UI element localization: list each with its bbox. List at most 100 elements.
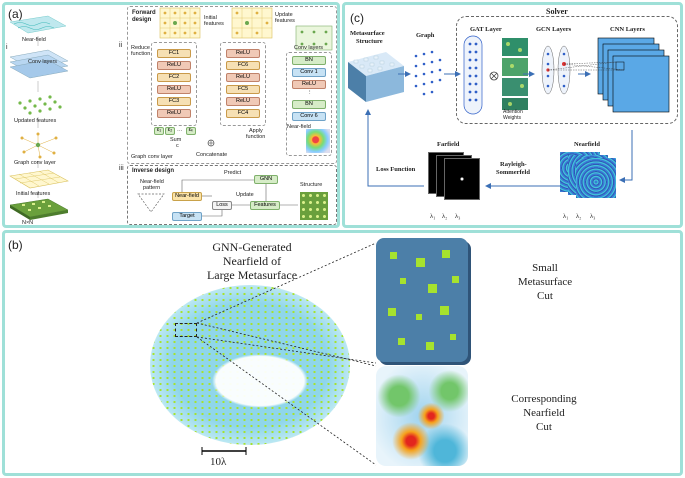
small-cut-label-1: Small xyxy=(532,262,558,274)
scale-bar xyxy=(201,447,247,455)
inverse-target-box: Target xyxy=(172,212,202,221)
graph-dots xyxy=(414,50,442,96)
rayleigh-label-1: Rayleigh- xyxy=(500,161,527,168)
graph-label: Graph xyxy=(416,32,435,39)
near-field-output-label: Near-field xyxy=(287,124,311,130)
apply-relu2: ReLU xyxy=(226,73,260,82)
gat-label: GAT Layer xyxy=(470,26,502,33)
panel-a-label: (a) xyxy=(8,7,23,21)
near-field-output-map xyxy=(306,129,330,153)
conv-relu: ReLU xyxy=(292,80,326,89)
metasurface-label-1: Metasurface xyxy=(350,30,385,37)
e-label-1: ε₁ xyxy=(154,127,164,135)
large-metasurface-nearfield xyxy=(150,285,350,445)
graph-conv-layer-label: Graph conv layer xyxy=(131,154,173,160)
inverse-predict: Predict xyxy=(224,170,242,176)
inverse-gnn-box: GNN xyxy=(254,175,278,184)
inverse-update: Update xyxy=(236,192,254,198)
cnn-layer-image xyxy=(597,37,670,113)
forward-title-2: design xyxy=(132,17,152,23)
left-label-initial-features: Initial features xyxy=(16,191,51,197)
roman-i: i xyxy=(6,44,8,51)
sum-label: Sum xyxy=(170,137,182,143)
initial-features-label-1: Initial xyxy=(204,15,217,21)
attention-label-2: Weights xyxy=(503,115,521,121)
solver-label: Solver xyxy=(546,7,568,16)
nearfield-maps xyxy=(560,152,618,198)
update-features-label-1: Update xyxy=(275,12,293,18)
conv-stack-frame xyxy=(286,52,332,156)
scale-bar-label: 10λ xyxy=(210,456,227,468)
update-features-label-2: features xyxy=(275,18,295,24)
apply-relu1: ReLU xyxy=(226,49,260,58)
inverse-features-box: Features xyxy=(250,201,280,210)
conv-bn1: BN xyxy=(292,56,326,65)
b-title-2: Nearfield of xyxy=(222,254,282,268)
reduce-fc3: FC3 xyxy=(157,97,191,106)
left-label-conv-layers: Conv layers xyxy=(28,59,58,65)
conv-conv1: Conv 1 xyxy=(292,68,326,77)
solver-box xyxy=(456,16,678,124)
corresponding-nearfield-cut xyxy=(376,366,468,466)
concat-symbol xyxy=(207,139,215,147)
left-label-near-field: Near-field xyxy=(22,37,46,43)
gcn-label: GCN Layers xyxy=(536,26,572,33)
cut-selection-box xyxy=(175,323,197,337)
corr-cut-label-1: Corresponding xyxy=(511,393,577,405)
reduce-stack-frame xyxy=(151,42,197,126)
e-label-k: εₖ xyxy=(186,127,196,135)
apply-fc4: FC4 xyxy=(226,109,260,118)
reduce-relu3: ReLU xyxy=(157,109,191,118)
initial-features-label-2: features xyxy=(204,21,224,27)
panel-c-label: (c) xyxy=(350,11,364,25)
rayleigh-label-2: Sommerfeld xyxy=(496,169,530,176)
conv-bn2: BN xyxy=(292,100,326,109)
forward-title-1: Forward xyxy=(132,10,156,16)
update-features-grid xyxy=(231,7,273,39)
reduce-relu1: ReLU xyxy=(157,61,191,70)
concatenate-label: Concatenate xyxy=(196,152,228,158)
inverse-structure: Structure xyxy=(300,182,323,188)
left-label-graph-conv: Graph conv layer xyxy=(14,160,56,166)
reduce-relu2: ReLU xyxy=(157,85,191,94)
reduce-label-1: Reduce xyxy=(131,45,150,51)
gat-layer-image xyxy=(463,35,528,115)
corr-cut-label-3: Cut xyxy=(536,421,552,433)
output-features-grid xyxy=(295,25,333,51)
c-label: c xyxy=(176,143,179,149)
reduce-fc1: FC1 xyxy=(157,49,191,58)
inverse-pattern-1: Near-field xyxy=(140,179,164,185)
attention-label-1: Attention xyxy=(503,109,523,115)
metasurface-structure-image xyxy=(348,52,404,102)
apply-label-2: function xyxy=(246,134,266,140)
nf-lambda-3: λ₃ xyxy=(590,213,596,220)
reduce-label-2: function xyxy=(131,51,151,57)
conv-layers-title: Conv layers xyxy=(294,45,324,51)
b-title-1: GNN-Generated xyxy=(212,240,292,254)
cnn-label: CNN Layers xyxy=(610,26,645,33)
nf-lambda-1: λ₁ xyxy=(563,213,569,220)
forward-design-box xyxy=(127,6,337,164)
loss-function-label: Loss Function xyxy=(376,166,416,173)
small-cut-label-3: Cut xyxy=(537,290,553,302)
conv-vdots: ⋮ xyxy=(307,90,313,96)
conv-conv6: Conv 6 xyxy=(292,112,326,121)
apply-stack-frame xyxy=(220,42,266,126)
inverse-loss-box: Loss xyxy=(212,201,232,210)
inverse-pattern-2: pattern xyxy=(143,185,161,191)
metasurface-label-2: Structure xyxy=(356,38,383,45)
panel-b-label: (b) xyxy=(8,238,23,252)
farfield-label: Farfield xyxy=(437,141,460,148)
reduce-fc2: FC2 xyxy=(157,73,191,82)
inverse-design-box xyxy=(127,165,337,225)
apply-relu3: ReLU xyxy=(226,97,260,106)
b-title-3: Large Metasurface xyxy=(206,268,298,282)
roman-ii: ii xyxy=(119,42,123,49)
apply-label-1: Apply xyxy=(249,128,263,134)
apply-fc5: FC5 xyxy=(226,85,260,94)
